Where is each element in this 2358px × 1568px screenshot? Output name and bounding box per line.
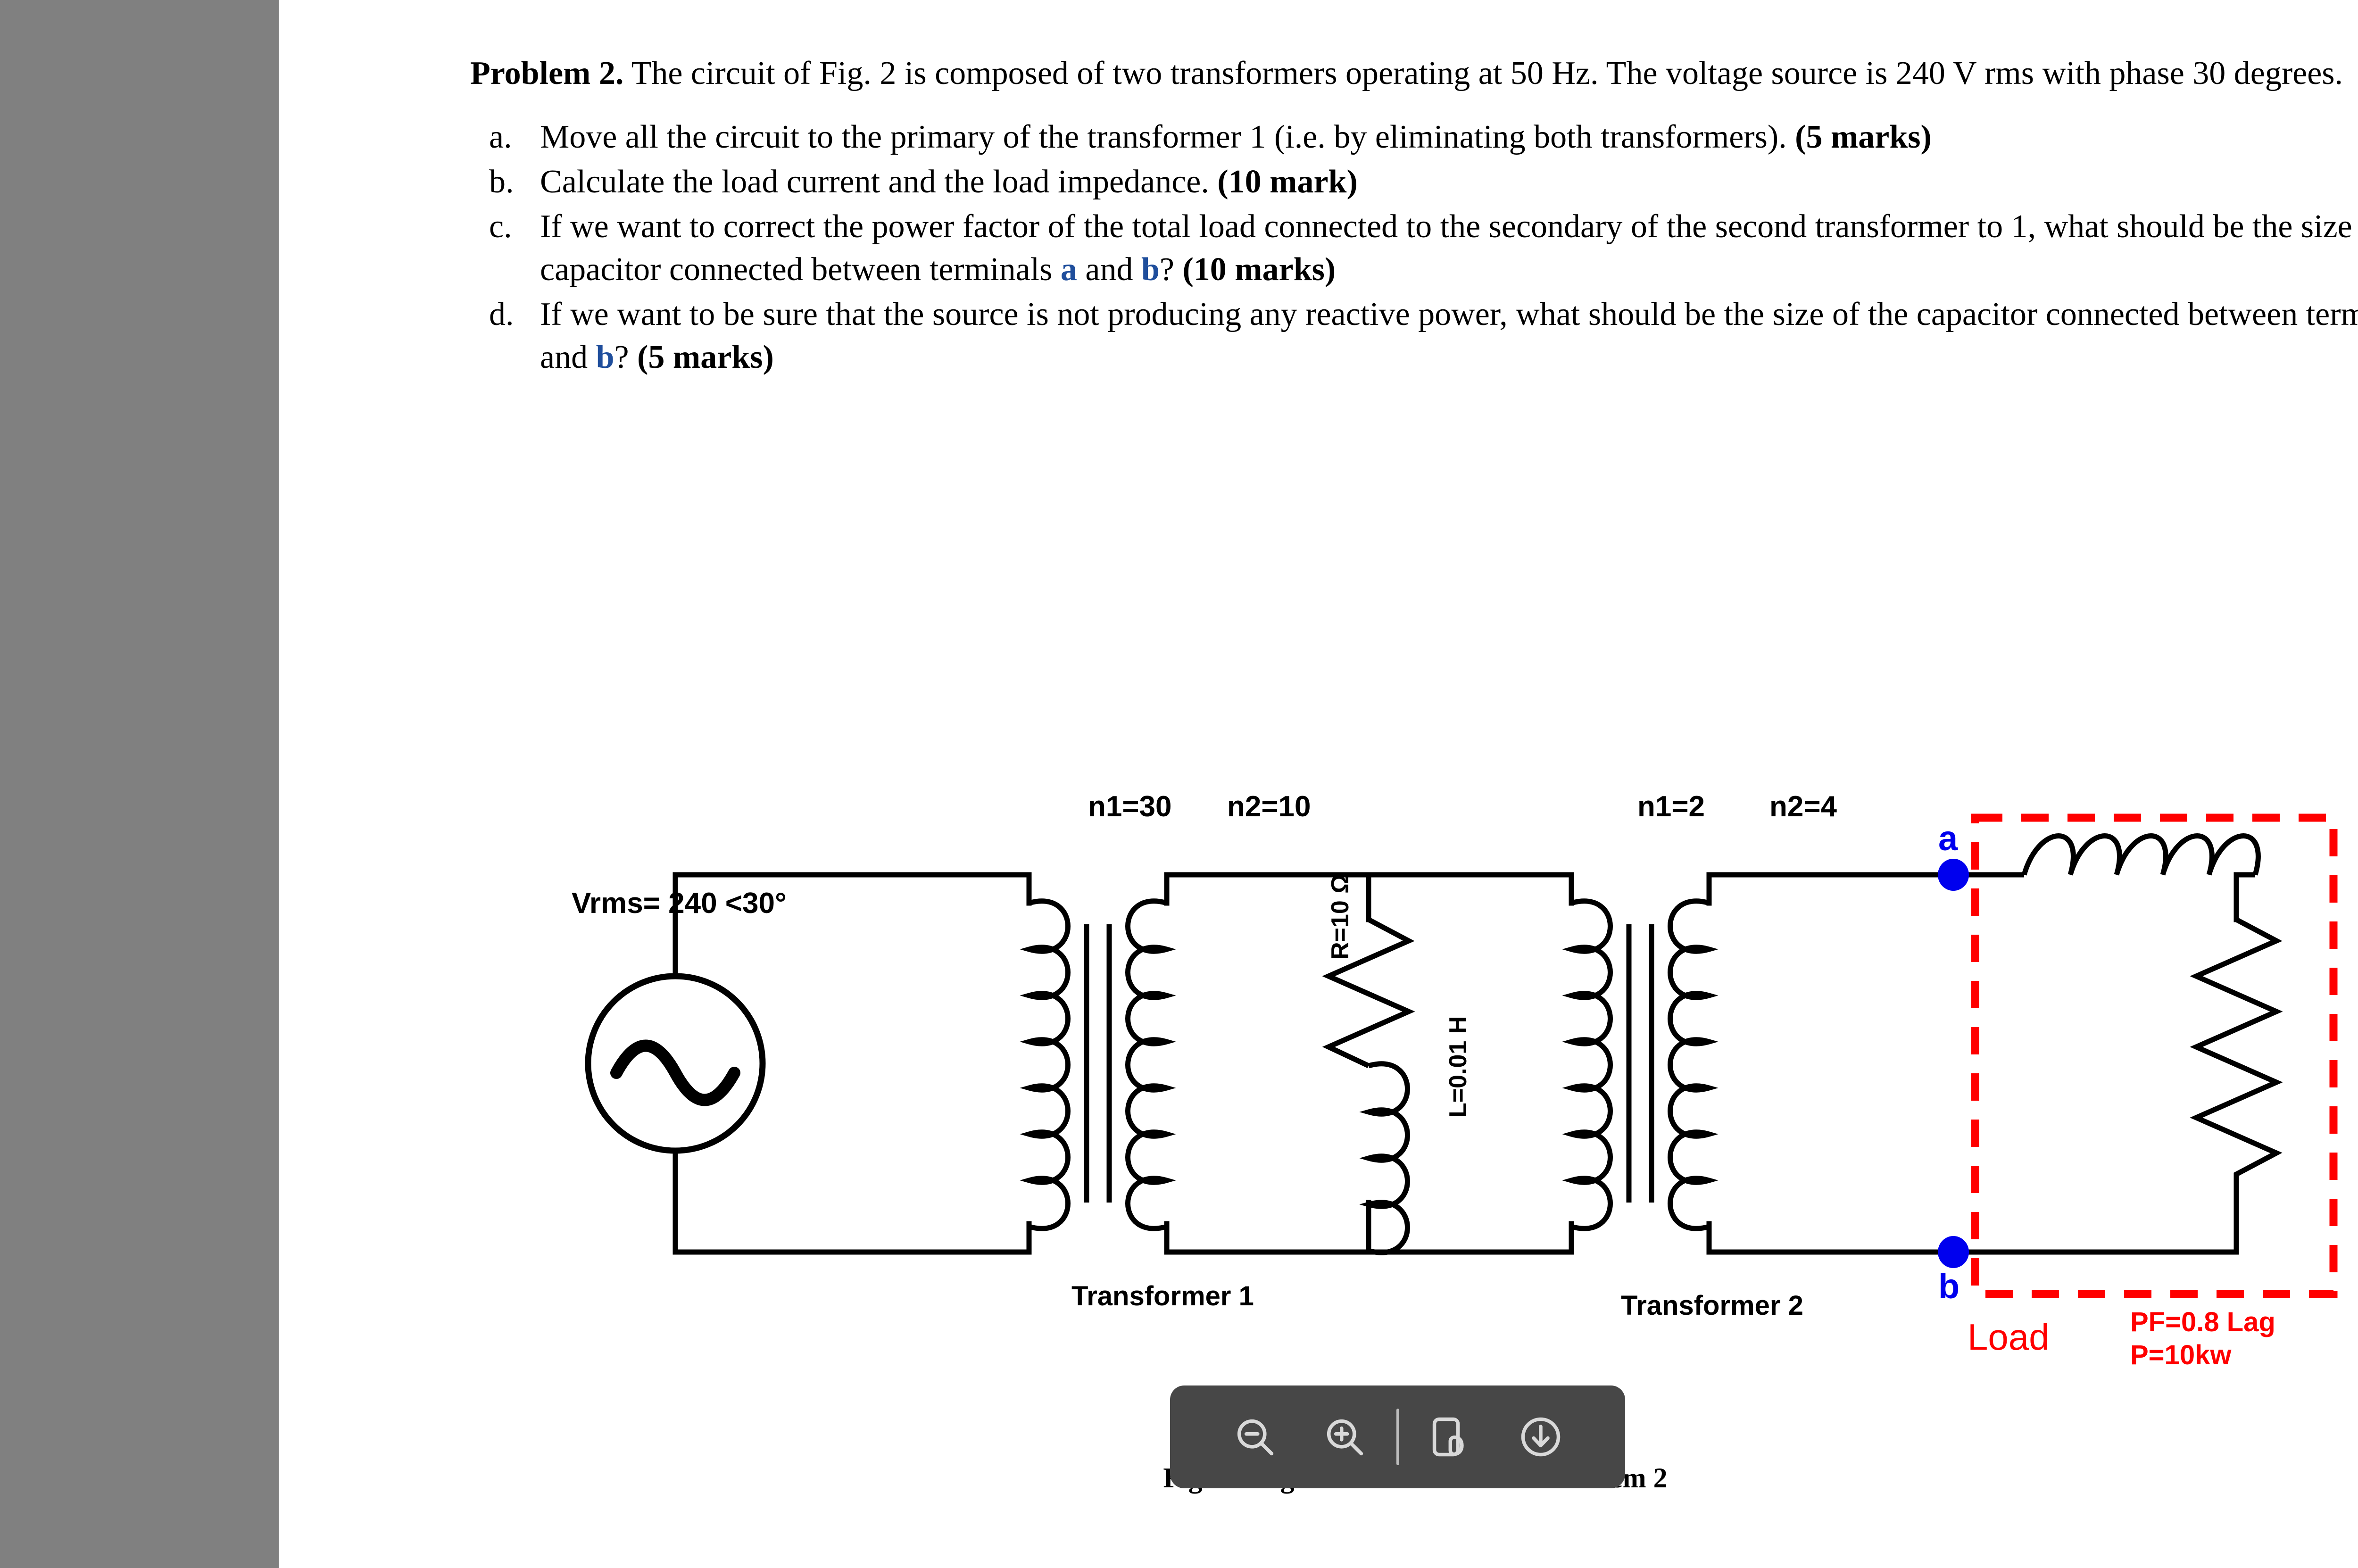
sine-wave-icon	[610, 1039, 740, 1106]
list-text-d-before: If we want to be sure that the source is…	[540, 296, 2358, 332]
transformer2-n1-label: n1=2	[1637, 790, 1705, 823]
terminal-dot-a	[1938, 859, 1969, 891]
transformer1-core	[1084, 924, 1112, 1203]
source-label: Vrms= 240 <30°	[572, 887, 787, 920]
zoom-out-icon	[1237, 1419, 1273, 1456]
list-marks-d: (5 marks)	[637, 339, 774, 375]
list-text-d-after: ?	[614, 339, 638, 375]
circuit-figure: Vrms= 240 <30° n1=30 n2=10 n1=2 n2=4 R=1…	[279, 778, 2358, 1382]
transformer2-caption: Transformer 2	[1621, 1290, 1803, 1321]
problem-subitems: a. Move all the circuit to the primary of…	[470, 116, 2358, 379]
pdf-page: Problem 2. The circuit of Fig. 2 is comp…	[279, 0, 2358, 1568]
zoom-out-button[interactable]	[1217, 1399, 1293, 1475]
list-item-c: c. If we want to correct the power factor…	[470, 205, 2358, 291]
terminal-dot-b	[1938, 1236, 1969, 1268]
problem-heading: Problem 2. The circuit of Fig. 2 is comp…	[470, 52, 2358, 95]
list-marks-c: (10 marks)	[1182, 251, 1336, 288]
transformer1-secondary-coil	[1125, 898, 1176, 1231]
transformer2-primary-coil	[1562, 898, 1613, 1231]
inductor-symbol-middle	[1359, 1061, 1410, 1255]
pdf-viewer-toolbar	[1170, 1385, 1625, 1488]
transformer1-caption: Transformer 1	[1071, 1281, 1254, 1311]
transformer1-n1-label: n1=30	[1088, 790, 1172, 823]
toolbar-divider	[1396, 1409, 1399, 1465]
terminal-b-label: b	[1938, 1267, 1960, 1306]
list-text-c-after: ?	[1159, 251, 1183, 288]
list-text-a: Move all the circuit to the primary of t…	[540, 119, 1795, 155]
transformer2-n2-label: n2=4	[1769, 790, 1837, 823]
fit-page-button[interactable]	[1413, 1399, 1489, 1475]
ac-source-symbol	[585, 973, 766, 1154]
problem-intro: The circuit of Fig. 2 is composed of two…	[623, 55, 2343, 91]
list-marker-c: c.	[489, 208, 512, 245]
zoom-in-icon	[1327, 1419, 1363, 1456]
problem-label: Problem 2.	[470, 55, 624, 91]
resistor-symbol	[1322, 917, 1415, 1068]
transformer1-n2-label: n2=10	[1227, 790, 1311, 823]
list-marker-d: d.	[489, 296, 514, 332]
list-item-d: d. If we want to be sure that the source …	[470, 293, 2358, 379]
list-marks-a: (5 marks)	[1795, 119, 1932, 155]
terminal-ref-b-c: b	[1141, 251, 1160, 288]
list-text-c-before: If we want to correct the power factor o…	[540, 208, 2358, 288]
list-text-d-mid: and	[540, 339, 596, 375]
load-inductor-symbol	[1986, 833, 2261, 878]
fit-page-icon	[1432, 1417, 1464, 1457]
terminal-ref-a-c: a	[1060, 251, 1077, 288]
load-boundary-box	[1971, 813, 2338, 1298]
list-text-b: Calculate the load current and the load …	[540, 164, 1218, 200]
terminal-a-label: a	[1938, 819, 1958, 858]
load-label: Load	[1968, 1316, 2050, 1358]
load-pf-label: PF=0.8 Lag	[2130, 1307, 2275, 1337]
list-marker-b: b.	[489, 164, 514, 200]
list-marks-b: (10 mark)	[1217, 164, 1358, 200]
transformer2-secondary-coil	[1668, 898, 1719, 1231]
zoom-in-button[interactable]	[1307, 1399, 1382, 1475]
list-marker-a: a.	[489, 119, 512, 155]
list-text-c-mid: and	[1077, 251, 1141, 288]
inductor-value-label: L=0.01 H	[1445, 1016, 1472, 1118]
terminal-ref-b-d: b	[596, 339, 614, 375]
load-resistor-symbol	[2190, 917, 2283, 1203]
download-icon	[1521, 1417, 1560, 1457]
resistor-value-label: R=10 Ω	[1327, 874, 1354, 960]
transformer1-primary-coil	[1020, 898, 1071, 1231]
problem-text-block: Problem 2. The circuit of Fig. 2 is comp…	[470, 52, 2358, 381]
list-item-b: b. Calculate the load current and the loa…	[470, 160, 2358, 203]
download-button[interactable]	[1503, 1399, 1578, 1475]
circuit-diagram-svg	[585, 813, 2338, 1298]
list-item-a: a. Move all the circuit to the primary of…	[470, 116, 2358, 158]
transformer2-core	[1626, 924, 1654, 1203]
load-power-label: P=10kw	[2130, 1340, 2232, 1370]
